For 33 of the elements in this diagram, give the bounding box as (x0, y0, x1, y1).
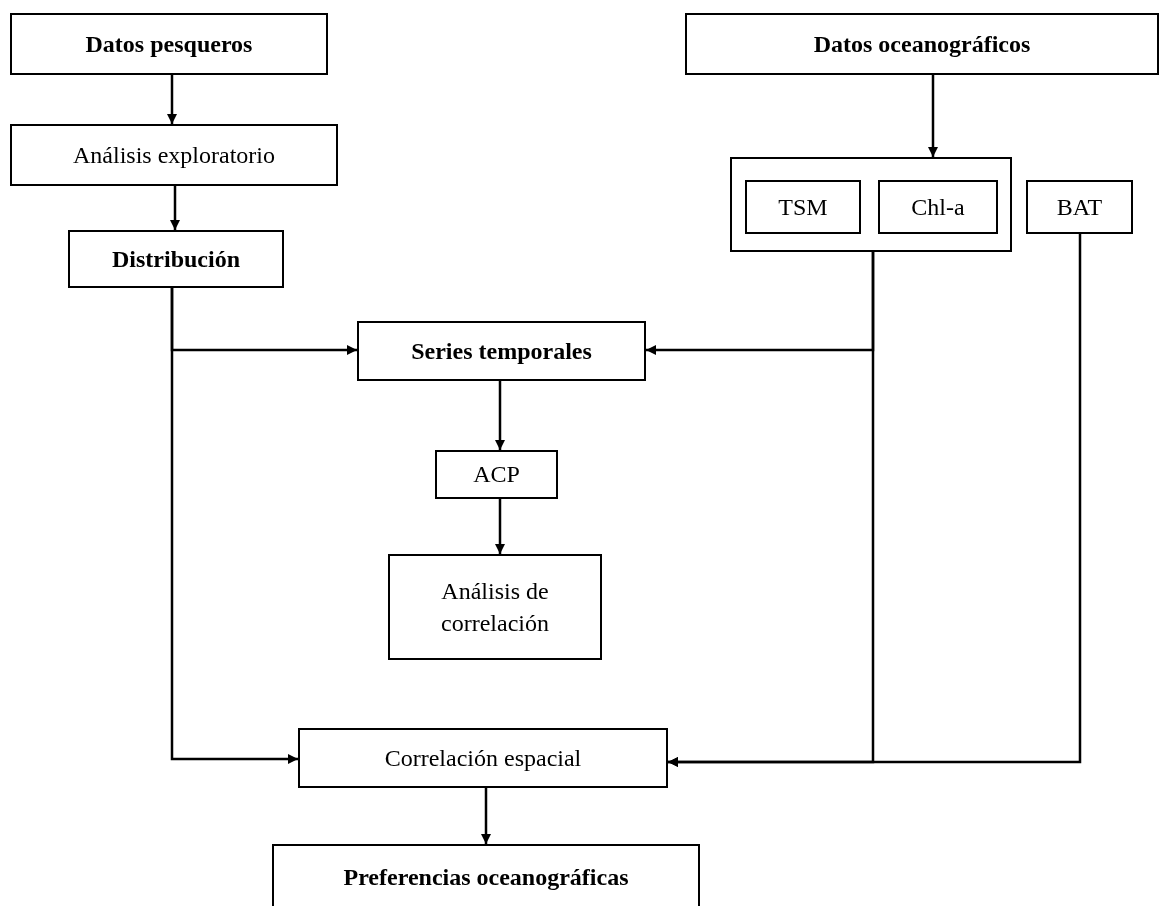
box-label: Chl-a (910, 192, 966, 222)
arrow (170, 288, 298, 764)
process-box (298, 728, 668, 788)
arrow (495, 499, 505, 554)
box-label: ACP (472, 460, 521, 490)
box-label: TSM (777, 192, 829, 222)
arrow (481, 788, 491, 844)
box-label: BAT (1055, 192, 1104, 222)
process-box (435, 450, 558, 499)
box-label: Preferencias oceanográficas (342, 862, 630, 892)
process-box (1026, 180, 1133, 234)
arrow (495, 381, 505, 450)
box-label: Datos oceanográficos (812, 29, 1032, 59)
process-box (685, 13, 1159, 75)
box-label: Distribución (111, 244, 241, 274)
box-label: Correlación espacial (383, 743, 583, 773)
process-box (878, 180, 998, 234)
process-box (745, 180, 861, 234)
process-box (272, 844, 700, 906)
arrow (928, 75, 938, 157)
process-box (357, 321, 646, 381)
process-box (10, 124, 338, 186)
process-box (10, 13, 328, 75)
box-label: Análisis de correlación (440, 576, 550, 638)
box-label: Datos pesqueros (84, 29, 254, 59)
arrow (668, 234, 1082, 767)
group-box (730, 157, 1012, 252)
box-label: Análisis exploratorio (72, 140, 276, 170)
process-box (68, 230, 284, 288)
process-box (388, 554, 602, 660)
arrow (170, 186, 180, 230)
arrow (167, 75, 177, 124)
box-label: Series temporales (410, 336, 593, 366)
